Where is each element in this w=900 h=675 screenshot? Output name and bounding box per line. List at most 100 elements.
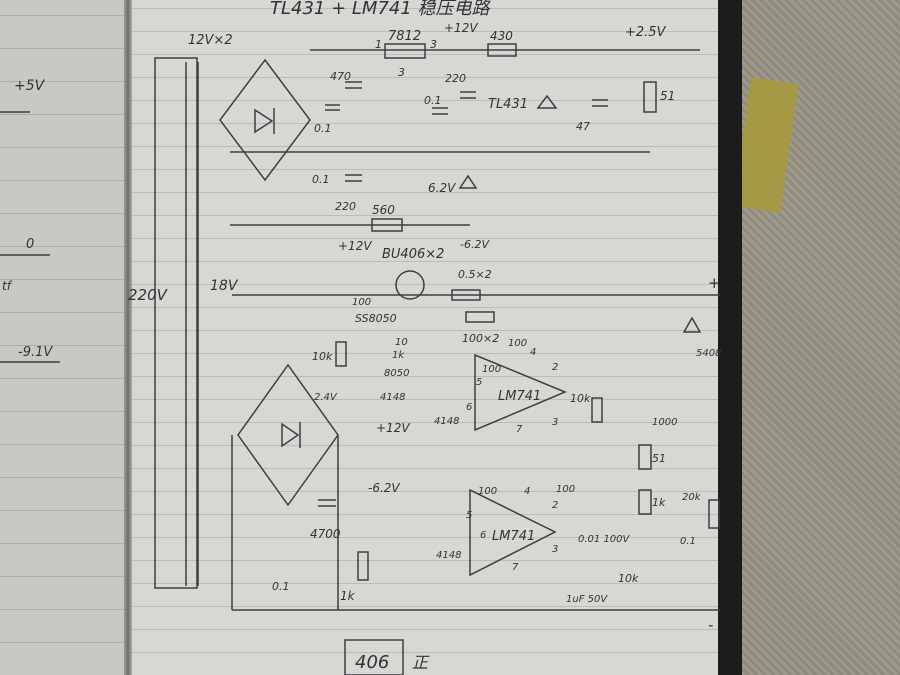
page-number: 406	[355, 652, 389, 673]
opamp-b-pin4: 4	[524, 486, 530, 497]
cap-1000-label: 1000	[652, 417, 677, 428]
cap-220a-label: 220	[445, 72, 466, 85]
opamp-lm741-b	[469, 488, 557, 577]
page-title: TL431 + LM741 稳压电路	[270, 0, 492, 19]
pot-10k-b-label: 10k	[618, 572, 639, 585]
cap-470-label: 470	[330, 70, 351, 83]
transformer-label: 12V×2	[188, 33, 233, 48]
opamp-b-pin3: 3	[552, 544, 558, 555]
opamp-a-pin7: 7	[516, 424, 523, 435]
diode-4148c-label: 4148	[436, 550, 461, 561]
right-notebook-page	[128, 0, 720, 675]
resistor-1k-out-label: 1k	[652, 496, 666, 509]
resistor-1k-out	[638, 489, 652, 515]
primary-voltage-label: 220V	[128, 286, 169, 304]
resistor-10k	[335, 341, 347, 367]
transformer-core	[154, 57, 198, 589]
neg62-label: -6.2V	[460, 238, 490, 251]
cap-4700-label: 4700	[310, 527, 341, 541]
cap-100d-label: 100	[556, 484, 575, 495]
pot-10k-label: 10k	[570, 392, 591, 405]
cap-001-label: 0.01 100V	[578, 534, 631, 545]
resistor-output	[708, 499, 720, 529]
diode-symbol	[281, 422, 300, 448]
opamp-b-label: LM741	[492, 529, 535, 544]
cap-100a-label: 100	[482, 364, 501, 375]
potentiometer-10k	[591, 397, 603, 423]
resistor-1k-bottom-label: 1k	[340, 589, 356, 603]
cap-01a-label: 0.1	[314, 122, 332, 135]
cap-01-bottom-label: 0.1	[272, 580, 290, 593]
left-note-tf: tf	[2, 279, 13, 293]
resistor-1k-bottom	[357, 551, 369, 581]
diode-5408	[682, 316, 702, 333]
left-note-plus5v: +5V	[14, 78, 46, 94]
left-note-minus9v: -9.1V	[18, 345, 53, 360]
opamp-a-label: LM741	[498, 389, 541, 404]
neg62v-op-label: -6.2V	[368, 481, 400, 495]
plus12v-op-label: +12V	[376, 421, 410, 435]
resistor-20k-label: 20k	[682, 492, 702, 503]
secondary-18v-label: 18V	[210, 278, 239, 294]
cap-47-label: 47	[576, 120, 590, 133]
cap-220b-label: 220	[335, 200, 356, 213]
zener-62v-label: 6.2V	[428, 181, 456, 195]
opamp-b-pin7: 7	[512, 562, 519, 573]
resistor-51-out	[638, 444, 652, 470]
diode-5408-label: 5408	[696, 348, 721, 359]
output-minus-label: -	[708, 616, 713, 634]
ss8050-label: SS8050	[355, 312, 397, 325]
resistor-100x2-label: 100×2	[462, 332, 499, 345]
opamp-lm741-a	[474, 353, 567, 432]
left-note-zero: 0	[26, 237, 34, 252]
regulator-7812	[384, 43, 426, 59]
page-number-suffix: 正	[412, 653, 430, 672]
notebook-spine	[124, 0, 132, 675]
diode-4148a-label: 4148	[380, 392, 405, 403]
diode-symbol	[254, 108, 274, 134]
bu406-label: BU406×2	[382, 247, 444, 262]
resistor-100x2	[465, 311, 495, 323]
resistor-430	[487, 43, 517, 57]
resistor-51-top-label: 51	[660, 89, 675, 103]
transistor-8050-label: 8050	[384, 368, 409, 379]
bridge-rectifier-top	[219, 58, 311, 182]
opamp-a-pin4: 4	[530, 347, 536, 358]
resistor-560	[371, 218, 403, 232]
cap-1u-label: 1uF 50V	[566, 594, 608, 605]
transistor-bu406	[395, 270, 425, 300]
opamp-a-pin2: 2	[552, 362, 558, 373]
notebook-cover-edge	[718, 0, 742, 675]
tl431-symbol	[536, 94, 558, 109]
diode-4148b-label: 4148	[434, 416, 459, 427]
plus12v-top-label: +12V	[444, 21, 478, 35]
regulator-label: 7812	[388, 29, 421, 44]
page-number-box	[344, 639, 404, 675]
cap-100c-label: 100	[478, 486, 497, 497]
output-plus-label: +	[708, 274, 721, 292]
opamp-a-pin5: 5	[476, 377, 482, 388]
opamp-b-pin6: 6	[480, 530, 486, 541]
v24-label: 2.4V	[314, 392, 338, 403]
cap-01-out-label: 0.1	[680, 536, 696, 547]
resistor-10-label: 10	[395, 337, 408, 348]
regulator-pin2: 3	[398, 66, 405, 79]
cap-100b-label: 100	[508, 338, 527, 349]
resistor-05-label: 0.5×2	[458, 268, 492, 281]
resistor-05	[451, 289, 481, 301]
resistor-10k-label: 10k	[312, 350, 333, 363]
resistor-51-top	[643, 81, 657, 113]
plus12v-mid-label: +12V	[338, 239, 372, 253]
resistor-1k-label: 1k	[392, 350, 405, 361]
opamp-a-pin3: 3	[552, 417, 558, 428]
resistor-100a-label: 100	[352, 297, 371, 308]
cap-01b-label: 0.1	[312, 173, 330, 186]
regulator-pin3: 3	[430, 38, 437, 51]
zener-62v	[458, 174, 478, 189]
bridge-rectifier-bottom	[237, 363, 339, 507]
regulator-pin1: 1	[375, 38, 382, 51]
resistor-51-out-label: 51	[652, 452, 666, 465]
output-25v-label: +2.5V	[625, 25, 667, 40]
